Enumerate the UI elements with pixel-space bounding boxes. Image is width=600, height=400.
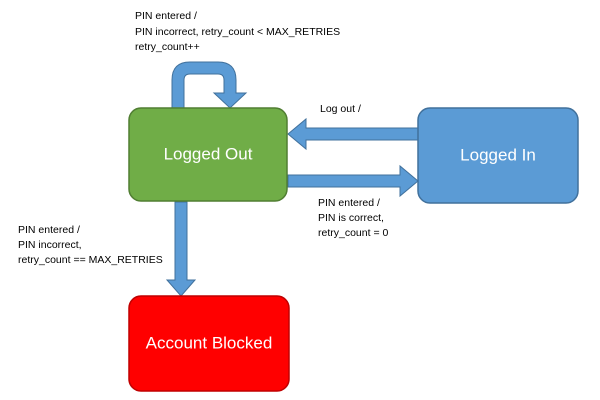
state-account-blocked: Account Blocked	[128, 295, 290, 392]
login-label: PIN entered / PIN is correct, retry_coun…	[318, 197, 388, 239]
state-account-blocked-box	[128, 295, 290, 392]
state-account-blocked-label: Account Blocked	[146, 333, 273, 352]
state-logged-out-box	[128, 107, 288, 202]
state-logged-in: Logged In	[417, 107, 579, 204]
blocked-label: PIN entered / PIN incorrect, retry_count…	[18, 224, 163, 266]
state-logged-out: Logged Out	[128, 107, 288, 202]
self-loop-label: PIN entered / PIN incorrect, retry_count…	[135, 10, 343, 53]
state-logged-out-label: Logged Out	[164, 144, 253, 163]
state-logged-in-box	[417, 107, 579, 204]
blocked-arrow	[165, 201, 197, 297]
logout-label: Log out /	[320, 103, 361, 115]
state-logged-in-label: Logged In	[460, 145, 536, 164]
login-arrow	[287, 164, 419, 198]
self-loop-arrow	[171, 61, 248, 109]
logout-arrow	[287, 117, 419, 151]
